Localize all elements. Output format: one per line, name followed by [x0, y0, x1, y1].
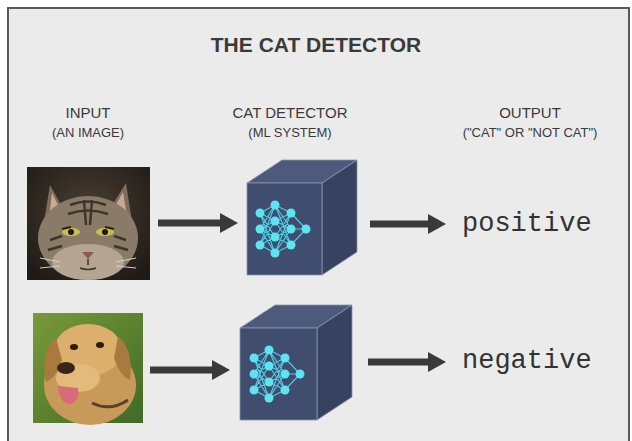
dog-photo — [33, 313, 143, 425]
diagram-title: THE CAT DETECTOR — [211, 33, 421, 57]
output-value: negative — [462, 346, 592, 376]
column-subheading: (AN IMAGE) — [52, 125, 124, 140]
ml-cube — [247, 160, 357, 275]
column-subheading: (ML SYSTEM) — [248, 125, 331, 140]
ml-cube — [240, 305, 352, 420]
column-heading: CAT DETECTOR — [232, 104, 347, 121]
column-heading: INPUT — [66, 104, 111, 121]
column-heading: OUTPUT — [499, 104, 561, 121]
cat-photo — [27, 167, 150, 280]
output-value: positive — [462, 209, 592, 239]
column-subheading: ("CAT" OR "NOT CAT") — [463, 125, 598, 140]
